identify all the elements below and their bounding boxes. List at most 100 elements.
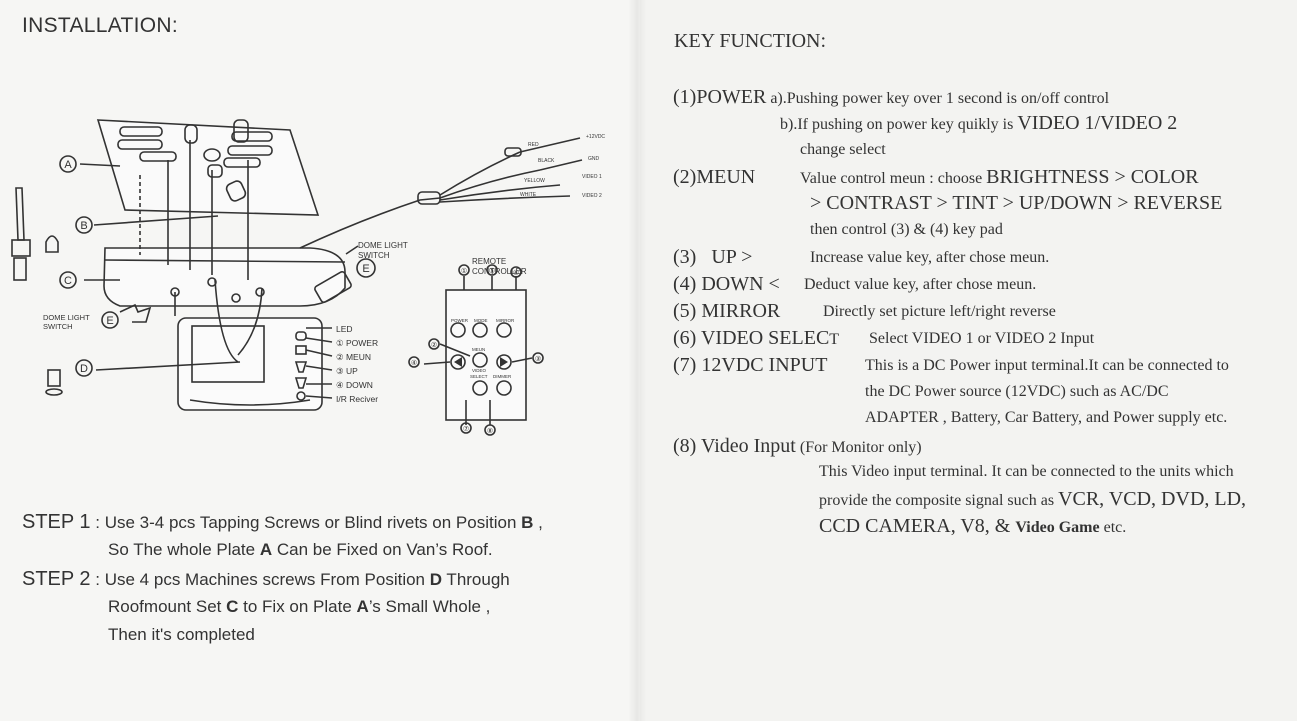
key-8-video-game: Video Game [1015, 519, 1100, 536]
dome-light-left-2: SWITCH [43, 322, 73, 331]
key-5-text: Directly set picture left/right reverse [823, 303, 1056, 320]
callout-b: B [80, 220, 87, 232]
step-1-line-2: So The whole Plate [108, 540, 260, 559]
step-1: STEP 1 : Use 3-4 pcs Tapping Screws or B… [22, 508, 543, 537]
wire-black: BLACK [538, 158, 555, 164]
key-1-video-select: VIDEO 1/VIDEO 2 [1017, 112, 1178, 134]
step-1-label: STEP 1 [22, 511, 91, 533]
step-2-line-2-end: ’s Small Whole , [368, 597, 491, 616]
callout-c: C [64, 275, 72, 287]
wire-end-video1: VIDEO 1 [582, 174, 602, 180]
key-8-text-a: This Video input terminal. It can be con… [819, 463, 1234, 480]
key-8-line-2: provide the composite signal such as VCR… [819, 488, 1246, 511]
remote-key-power: POWER [451, 318, 469, 323]
remote-key-video: VIDEO [472, 368, 487, 373]
key-8-line-3: CCD CAMERA, V8, & Video Game etc. [819, 515, 1126, 538]
key-7-text-a: This is a DC Power input terminal.It can… [865, 357, 1229, 374]
key-2-brightness-color: BRIGHTNESS > COLOR [986, 166, 1199, 188]
key-8-text-c: CCD CAMERA, V8, & [819, 515, 1016, 537]
wire-end-gnd: GND [588, 156, 600, 162]
key-6-text: Select VIDEO 1 or VIDEO 2 Input [869, 330, 1095, 347]
key-1-line-2: b).If pushing on power key quikly is VID… [780, 112, 1177, 135]
installation-diagram: A B C D E E DOME LIGHT SWITCH DOME LIGHT… [11, 119, 605, 436]
remote-num-6: ⑥ [513, 269, 519, 277]
key-1-text-b: b).If pushing on power key quikly is [780, 116, 1018, 133]
dome-light-left-1: DOME LIGHT [43, 313, 90, 322]
key-2-text-c: then control (3) & (4) key pad [810, 221, 1003, 238]
page-gutter [628, 0, 646, 721]
key-6-label-wrap: (6) VIDEO SELECT [673, 327, 839, 350]
led-down-label: ④ DOWN [336, 380, 373, 390]
remote-num-4: ④ [411, 359, 417, 367]
key-1-text-c: change select [800, 141, 886, 158]
dome-light-top-2: SWITCH [358, 251, 390, 260]
remote-label-2: CONTROLLER [472, 267, 527, 276]
key-1-label: (1)POWER [673, 86, 767, 108]
step-2-line-1: : Use 4 pcs Machines screws From Positio… [90, 570, 430, 589]
installation-title: INSTALLATION: [22, 14, 178, 37]
remote-num-7: ⑦ [463, 425, 469, 433]
step-1-line-1-end: , [533, 513, 543, 532]
ir-receiver-label: I/R Reciver [336, 394, 378, 404]
key-4-text: Deduct value key, after chose meun. [804, 276, 1037, 293]
remote-num-3: ③ [535, 355, 541, 363]
wire-end-video2: VIDEO 2 [582, 193, 602, 199]
power-cable [299, 197, 441, 249]
led-power-label: ① POWER [336, 338, 378, 348]
key-7-text-c: ADAPTER , Battery, Car Battery, and Powe… [865, 409, 1228, 426]
step-1-plate-a: A [259, 540, 273, 559]
key-7-text-b: the DC Power source (12VDC) such as AC/D… [865, 383, 1169, 400]
callout-a: A [64, 159, 72, 171]
remote-num-1: ① [461, 267, 467, 275]
remote-key-dimmer: DIMMER [493, 374, 512, 379]
key-5-label: (5) MIRROR [673, 300, 781, 322]
step-2-position-d: D [429, 570, 443, 589]
step-2-line-2: Roofmount Set [108, 597, 227, 616]
right-page [640, 0, 1297, 721]
key-8-text-b: provide the composite signal such as [819, 492, 1059, 509]
key-2-label: (2)MEUN [673, 166, 756, 188]
key-2-text-a: Value control meun : choose [800, 170, 987, 187]
wire-yellow: YELLOW [524, 178, 545, 184]
dome-light-top-1: DOME LIGHT [358, 241, 408, 250]
step-2-label: STEP 2 [22, 568, 91, 590]
remote-key-mirror: MIRROR [496, 318, 515, 323]
key-2-line-1: Value control meun : choose BRIGHTNESS >… [800, 166, 1199, 189]
step-1-position-b: B [521, 513, 534, 532]
led-meun-label: ② MEUN [336, 352, 371, 362]
roof-mount-housing [103, 247, 346, 307]
step-1-line-1: : Use 3-4 pcs Tapping Screws or Blind ri… [90, 513, 522, 532]
step-2-line-3: Then it's completed [108, 625, 255, 644]
remote-key-select: SELECT [470, 374, 488, 379]
remote-num-5: ⑤ [489, 267, 495, 275]
callout-e-top: E [362, 263, 369, 275]
key-6-label-tail: T [829, 331, 840, 348]
callout-e-left: E [106, 315, 113, 327]
led-up-label: ③ UP [336, 366, 358, 376]
key-3-label: (3) UP > [673, 246, 753, 268]
key-3-text: Increase value key, after chose meun. [810, 249, 1050, 266]
remote-num-8: ⑧ [487, 427, 493, 435]
wire-red: RED [528, 142, 539, 148]
wire-end-12vdc: +12VDC [586, 134, 605, 140]
key-1-text-a: a).Pushing power key over 1 second is on… [766, 90, 1110, 107]
step-2: STEP 2 : Use 4 pcs Machines screws From … [22, 565, 510, 594]
callout-d: D [80, 363, 88, 375]
key-7-label: (7) 12VDC INPUT [673, 354, 828, 376]
key-1-line-1: (1)POWER a).Pushing power key over 1 sec… [673, 86, 1109, 109]
led-label: LED [336, 324, 353, 334]
wire-white: WHITE [520, 192, 537, 198]
remote-key-meun: MEUN [472, 347, 485, 352]
step-1-line-2-end: Can be Fixed on Van’s Roof. [272, 540, 493, 559]
remote-key-mode: MODE [474, 318, 488, 323]
step-2-line-1-end: Through [442, 570, 510, 589]
key-function-title: KEY FUNCTION: [674, 30, 827, 52]
key-8-label-note: (For Monitor only) [795, 439, 922, 456]
key-2-text-b: > CONTRAST > TINT > UP/DOWN > REVERSE [810, 192, 1223, 214]
key-8-text-c-end: etc. [1099, 519, 1127, 536]
remote-num-2: ② [431, 341, 437, 349]
step-2-plate-a: A [356, 597, 369, 616]
remote-label-1: REMOTE [472, 257, 506, 266]
step-2-set-c: C [226, 597, 239, 616]
key-8-devices: VCR, VCD, DVD, LD, [1058, 488, 1247, 510]
